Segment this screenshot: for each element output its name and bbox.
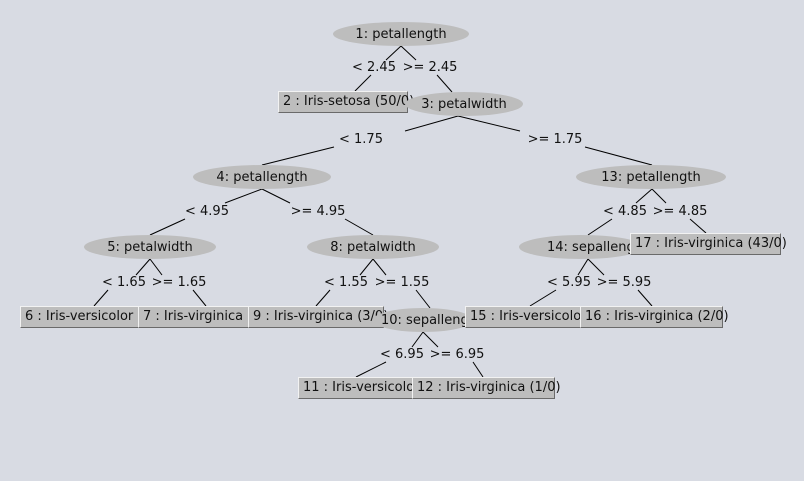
edge-label-13-17: >= 4.85 [652, 204, 708, 219]
tree-leaf-2[interactable]: 2 : Iris-setosa (50/0) [278, 91, 414, 113]
edge-segment-e1-2-a [385, 45, 402, 61]
edge-segment-e3-4-a [404, 115, 459, 132]
edge-segment-e13-17-a [651, 188, 667, 204]
edge-label-5-7: >= 1.65 [151, 275, 207, 290]
edge-segment-e4-8-a [261, 188, 291, 204]
edge-segment-e10-12-b [472, 361, 484, 378]
tree-leaf-17[interactable]: 17 : Iris-virginica (43/0) [630, 233, 787, 255]
edge-segment-e1-3-b [436, 74, 453, 93]
edge-segment-e10-12-a [422, 331, 439, 348]
edge-segment-e5-6-b [93, 289, 109, 307]
tree-leaf-15[interactable]: 15 : Iris-versicolor (1/0) [465, 306, 622, 328]
edge-segment-e5-7-b [192, 289, 207, 307]
edge-segment-e13-17-b [689, 218, 707, 234]
edge-segment-e13-14-a [635, 188, 653, 204]
edge-segment-e13-14-b [587, 218, 613, 236]
tree-node-8[interactable]: 8: petalwidth [307, 235, 439, 259]
edge-label-4-8: >= 4.95 [290, 204, 346, 219]
edge-segment-e5-6-a [135, 258, 151, 276]
tree-leaf-16[interactable]: 16 : Iris-virginica (2/0) [580, 306, 729, 328]
edge-label-3-4: < 1.75 [339, 132, 383, 147]
tree-node-3[interactable]: 3: petalwidth [405, 92, 523, 116]
edge-segment-e3-4-b [261, 146, 335, 166]
edge-segment-e8-9-b [315, 289, 331, 307]
tree-node-5[interactable]: 5: petalwidth [84, 235, 216, 259]
edge-label-14-16: >= 5.95 [596, 275, 652, 290]
tree-leaf-12[interactable]: 12 : Iris-virginica (1/0) [412, 377, 561, 399]
edge-segment-e1-3-a [400, 45, 417, 61]
edge-segment-e5-7-a [149, 258, 163, 276]
edge-segment-e14-16-a [587, 258, 605, 276]
tree-node-4[interactable]: 4: petallength [193, 165, 331, 189]
tree-leaf-9[interactable]: 9 : Iris-virginica (3/0) [248, 306, 388, 328]
edge-segment-e3-13-a [457, 115, 521, 132]
edge-segment-e14-16-b [637, 289, 653, 307]
edge-label-14-15: < 5.95 [547, 275, 591, 290]
edge-segment-e10-11-a [411, 331, 424, 348]
tree-node-14[interactable]: 14: sepallength [519, 235, 648, 259]
edge-label-5-6: < 1.65 [102, 275, 146, 290]
edge-segment-e4-8-b [344, 218, 374, 236]
tree-leaf-7[interactable]: 7 : Iris-virginica (1/0) [138, 306, 278, 328]
edge-label-8-9: < 1.55 [324, 275, 368, 290]
edge-segment-e14-15-a [577, 258, 589, 276]
tree-node-1[interactable]: 1: petallength [333, 22, 469, 46]
edge-segment-e3-13-b [584, 146, 653, 166]
edge-label-13-14: < 4.85 [603, 204, 647, 219]
tree-leaf-6[interactable]: 6 : Iris-versicolor (47/0) [20, 306, 177, 328]
edge-segment-e8-9-a [359, 258, 374, 276]
edge-segment-e10-11-b [355, 361, 387, 378]
edge-segment-e8-10-a [372, 258, 387, 276]
edge-label-10-12: >= 6.95 [429, 347, 485, 362]
edge-segment-e1-2-b [354, 74, 372, 92]
tree-leaf-11[interactable]: 11 : Iris-versicolor (2/0) [298, 377, 455, 399]
edge-label-1-2: < 2.45 [352, 60, 396, 75]
edge-label-4-5: < 4.95 [185, 204, 229, 219]
tree-node-10[interactable]: 10: sepallength [373, 308, 482, 332]
edge-label-10-11: < 6.95 [380, 347, 424, 362]
tree-node-13[interactable]: 13: petallength [576, 165, 726, 189]
edge-label-3-13: >= 1.75 [527, 132, 583, 147]
edge-label-1-3: >= 2.45 [402, 60, 458, 75]
edge-segment-e8-10-b [415, 289, 431, 309]
edge-label-8-10: >= 1.55 [374, 275, 430, 290]
edge-segment-e14-15-b [529, 289, 557, 307]
edge-segment-e4-5-b [149, 218, 186, 236]
edge-segment-e4-5-a [224, 188, 263, 204]
